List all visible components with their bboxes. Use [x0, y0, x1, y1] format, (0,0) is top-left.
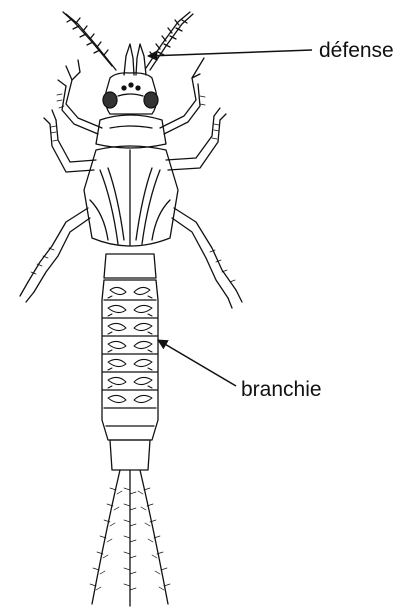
leg-front-right: [160, 58, 204, 134]
abdomen: [102, 254, 158, 470]
antenna-left: [63, 12, 116, 70]
head: [103, 73, 158, 114]
label-defense: défense: [319, 40, 394, 61]
label-branchie: branchie: [241, 379, 322, 400]
leg-front-left: [58, 60, 102, 134]
defense-leader-line: [148, 50, 312, 56]
leg-hind-left: [20, 208, 90, 302]
cerci: [90, 470, 170, 606]
antenna-right: [146, 12, 193, 70]
leg-hind-right: [172, 208, 242, 308]
thorax-wingpads: [84, 146, 178, 246]
branchie-leader-line: [158, 340, 236, 386]
tusks: [124, 44, 146, 75]
gills: [108, 287, 152, 402]
pronotum: [96, 115, 166, 148]
